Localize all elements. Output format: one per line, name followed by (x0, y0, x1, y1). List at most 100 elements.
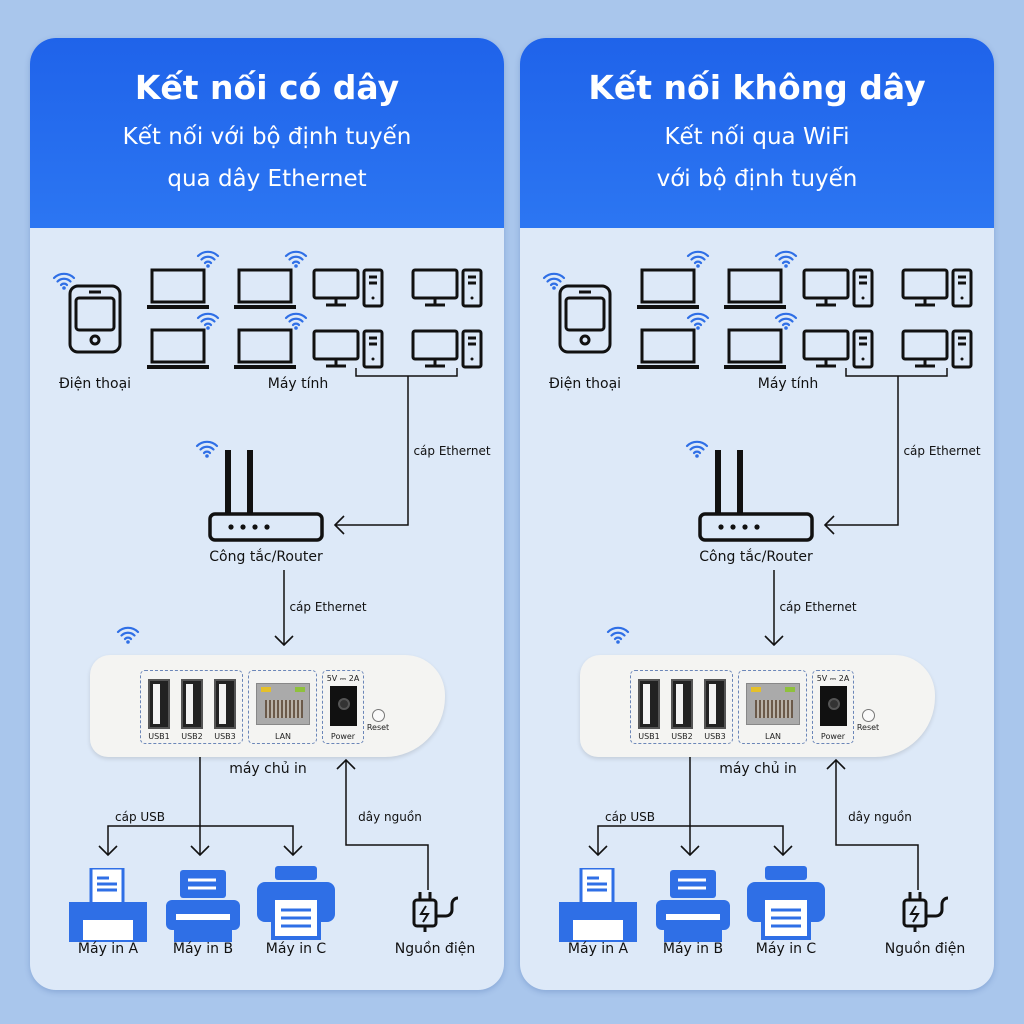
usb-cable-label: cáp USB (114, 810, 166, 824)
router-icon (208, 450, 324, 542)
lan-port-label: LAN (274, 732, 292, 741)
wifi-icon (116, 626, 140, 644)
panel-title: Kết nối không dây (588, 68, 926, 107)
usb-ports-group (140, 670, 243, 744)
wifi-icon (774, 312, 798, 330)
power-source-label: Nguồn điện (884, 941, 966, 957)
usb-cable-label: cáp USB (604, 810, 656, 824)
panel-subtitle-line: Kết nối qua WiFi (664, 124, 850, 150)
reset-button[interactable] (372, 709, 385, 722)
laptop-icon (637, 268, 699, 309)
power-cable-label: dây nguồn (848, 810, 912, 824)
panel-subtitle-line: Kết nối với bộ định tuyến (122, 124, 412, 150)
laptop-icon (724, 268, 786, 309)
reset-button[interactable] (862, 709, 875, 722)
reset-label: Reset (366, 723, 390, 732)
usb-port (148, 679, 170, 729)
power-port-group (322, 670, 364, 744)
panel-subtitle-line: với bộ định tuyến (656, 166, 858, 192)
laptop-icon (724, 328, 786, 369)
printer-icon (747, 866, 825, 940)
lan-port-label: LAN (764, 732, 782, 741)
power-rating: 5V ⎓ 2A (816, 674, 850, 683)
wifi-icon (52, 272, 76, 290)
wifi-icon (686, 312, 710, 330)
power-jack (330, 686, 357, 726)
desktop-computer-icon (312, 329, 384, 369)
phone-icon (68, 284, 122, 354)
desktop-computer-icon (901, 329, 973, 369)
printer-icon (656, 870, 730, 942)
usb-port (671, 679, 693, 729)
power-plug-icon (412, 892, 459, 932)
router-icon (698, 450, 814, 542)
router-label: Công tắc/Router (699, 549, 813, 565)
desktop-computer-icon (802, 329, 874, 369)
ethernet-cable-label: cáp Ethernet (289, 600, 367, 614)
computers-label: Máy tính (267, 376, 329, 392)
power-rating: 5V ⎓ 2A (326, 674, 360, 683)
usb-port-label: USB3 (214, 732, 236, 741)
ethernet-cable-label: cáp Ethernet (779, 600, 857, 614)
usb-port-label: USB2 (181, 732, 203, 741)
print-server-label: máy chủ in (719, 761, 797, 777)
wifi-icon (284, 250, 308, 268)
desktop-computer-icon (411, 268, 483, 308)
usb-port (214, 679, 236, 729)
ethernet-cable-label: cáp Ethernet (413, 444, 491, 458)
power-cable-label: dây nguồn (358, 810, 422, 824)
printer-label: Máy in C (265, 941, 327, 957)
desktop-computer-icon (411, 329, 483, 369)
laptop-icon (147, 328, 209, 369)
lan-port-group (248, 670, 317, 744)
wifi-icon (284, 312, 308, 330)
router-label: Công tắc/Router (209, 549, 323, 565)
laptop-icon (637, 328, 699, 369)
computers-label: Máy tính (757, 376, 819, 392)
panel-subtitle-line: qua dây Ethernet (167, 166, 367, 192)
desktop-computer-icon (802, 268, 874, 308)
usb-port-label: USB3 (704, 732, 726, 741)
laptop-icon (234, 328, 296, 369)
ethernet-cable-label: cáp Ethernet (903, 444, 981, 458)
usb-ports-group (630, 670, 733, 744)
wifi-icon (774, 250, 798, 268)
reset-label: Reset (856, 723, 880, 732)
power-plug-icon (902, 892, 949, 932)
laptop-icon (234, 268, 296, 309)
wifi-icon (195, 440, 219, 458)
usb-port (704, 679, 726, 729)
laptop-icon (147, 268, 209, 309)
lan-port (746, 683, 800, 725)
power-source-label: Nguồn điện (394, 941, 476, 957)
connection-lines (98, 368, 458, 890)
printer-icon (257, 866, 335, 940)
wired-connection-panel: Kết nối có dây Kết nối với bộ định tuyến… (30, 38, 504, 990)
printer-label: Máy in B (662, 941, 724, 957)
phone-icon (558, 284, 612, 354)
usb-port-label: USB1 (638, 732, 660, 741)
wireless-connection-panel: Kết nối không dây Kết nối qua WiFi với b… (520, 38, 994, 990)
printer-icon (559, 868, 637, 942)
desktop-computer-icon (312, 268, 384, 308)
printer-label: Máy in A (567, 941, 629, 957)
power-port-group (812, 670, 854, 744)
phone-label: Điện thoại (58, 376, 132, 392)
printer-label: Máy in C (755, 941, 817, 957)
printer-icon (69, 868, 147, 942)
printer-label: Máy in A (77, 941, 139, 957)
printer-icon (166, 870, 240, 942)
connection-lines (588, 368, 948, 890)
panel-title: Kết nối có dây (134, 68, 400, 107)
printer-label: Máy in B (172, 941, 234, 957)
panel-header: Kết nối có dây Kết nối với bộ định tuyến… (30, 38, 504, 228)
usb-port-label: USB2 (671, 732, 693, 741)
wifi-icon (686, 250, 710, 268)
wifi-icon (606, 626, 630, 644)
power-port-label: Power (330, 732, 356, 741)
wifi-icon (542, 272, 566, 290)
wifi-icon (685, 440, 709, 458)
panel-header: Kết nối không dây Kết nối qua WiFi với b… (520, 38, 994, 228)
phone-label: Điện thoại (548, 376, 622, 392)
